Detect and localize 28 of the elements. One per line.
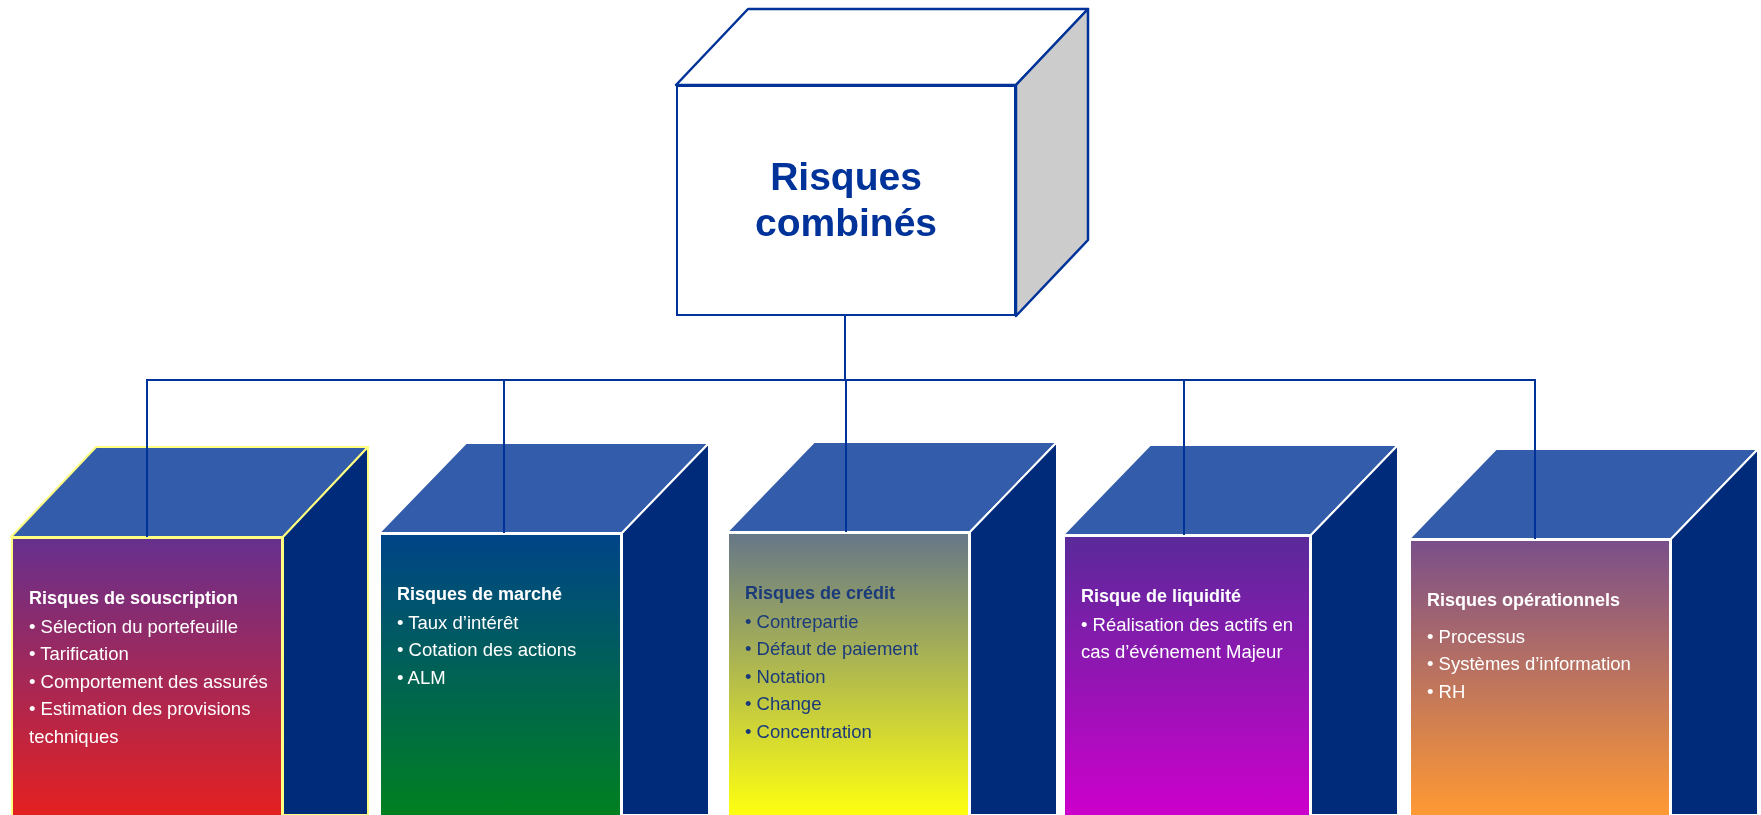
cube-front-face [1409, 539, 1671, 815]
box-heading: Risque de liquidité [1081, 585, 1242, 608]
bullet-item: • Contrepartie [745, 609, 860, 634]
cube-front-face [379, 533, 622, 815]
bullet-item: • Change [745, 692, 823, 716]
bullet-item: • Tarification [29, 642, 130, 666]
box-heading: Risques de crédit [745, 582, 897, 605]
box-heading: Risques opérationnels [1427, 589, 1622, 612]
bullet-item: • Défaut de paiement [745, 637, 920, 661]
bullet-item: • Notation [745, 664, 827, 689]
cube-front-face [727, 532, 970, 815]
bullet-item: • Concentration [745, 719, 873, 744]
box-heading: Risques de marché [397, 583, 564, 606]
box-heading: Risques de souscription [29, 587, 240, 610]
bullet-item: • RH [1427, 679, 1467, 704]
cube-front-face [11, 537, 283, 815]
bullet-item: • Processus [1427, 624, 1526, 649]
cube-front-face [1063, 535, 1311, 815]
bullet-item: • Cotation des actions [397, 638, 578, 662]
bullet-item: • Réalisation des actifs en cas d’événement Majeur [1081, 612, 1295, 664]
bullet-item: • ALM [397, 665, 447, 690]
box-title: Risques combinés [753, 153, 939, 247]
bullet-item: • Systèmes d’information [1427, 652, 1632, 676]
bullet-item: • Estimation des provisions techniques [29, 697, 252, 749]
bullet-item: • Comportement des assurés [29, 669, 269, 694]
cube-front-face [676, 85, 1016, 316]
bullet-item: • Sélection du portefeuille [29, 614, 240, 639]
bullet-item: • Taux d’intérêt [397, 610, 520, 635]
